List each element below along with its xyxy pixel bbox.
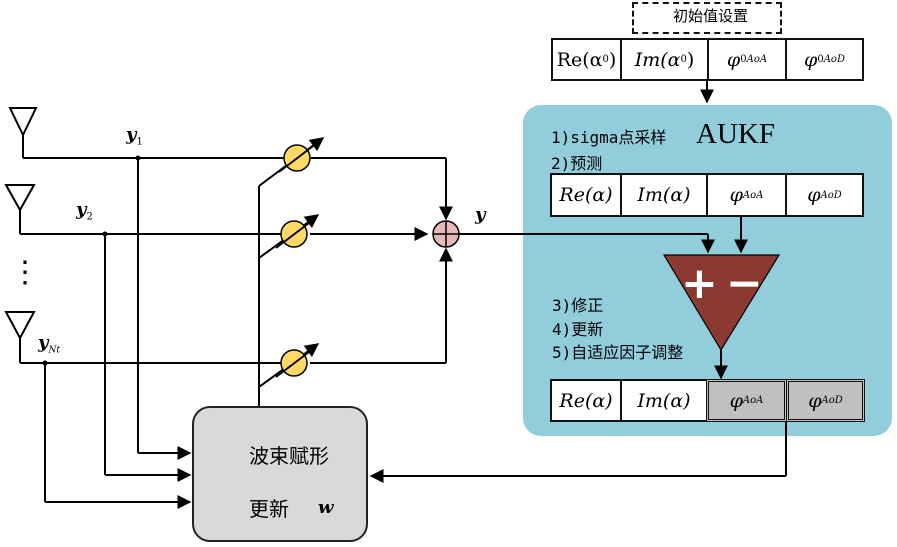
step-5-label: 5)自适应因子调整 <box>552 343 684 362</box>
upd-cell-re: Re(α) <box>550 379 622 422</box>
beamformer-weight-var: w <box>318 497 334 518</box>
antenna-ellipsis: ⋮ <box>10 255 40 290</box>
pred-cell-re: Re(α) <box>550 173 622 217</box>
signal-label-y2: y2 <box>76 199 93 223</box>
step-4-label: 4)更新 <box>552 320 604 339</box>
antenna-icon <box>4 184 36 213</box>
initial-value-box <box>632 2 782 34</box>
combiner-output-label: y <box>475 204 486 225</box>
step-2-label: 2)预测 <box>551 154 603 173</box>
aukf-title: AUKF <box>696 118 775 150</box>
junction-dot <box>42 360 48 366</box>
antenna-icon <box>8 107 38 138</box>
comparator-plus: + <box>681 258 718 309</box>
signal-label-y1: y1 <box>126 124 143 148</box>
beamforming-update-block <box>192 406 368 542</box>
comparator-icon <box>662 254 781 352</box>
step-3-label: 3)修正 <box>552 296 604 315</box>
upd-cell-im: Im(α) <box>620 379 708 422</box>
comparator-minus: − <box>726 258 763 309</box>
beamformer-update-label: 更新 <box>249 497 289 521</box>
step-1-label: 1)sigma点采样 <box>551 128 667 147</box>
phase-shifter-icon <box>280 144 311 377</box>
junction-dot <box>135 155 141 161</box>
init-box-label: 初始值设置 <box>673 7 749 25</box>
combiner-icon <box>432 220 460 248</box>
pred-cell-im: Im(α) <box>620 173 708 217</box>
signal-label-ynt: yNt <box>38 332 60 356</box>
beamformer-title: 波束赋形 <box>249 444 329 468</box>
junction-dot <box>102 231 108 237</box>
antenna-icon <box>4 311 36 341</box>
